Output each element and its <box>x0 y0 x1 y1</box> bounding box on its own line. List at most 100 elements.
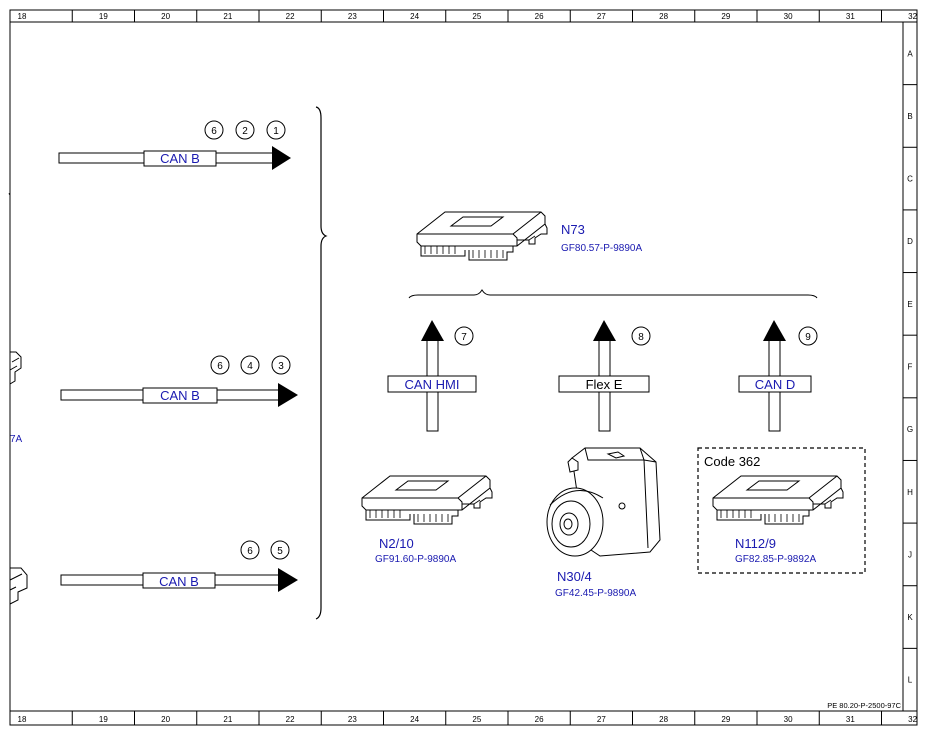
sheet-frame <box>9 9 918 726</box>
column-number: 30 <box>784 715 793 724</box>
row-letter: C <box>907 175 913 184</box>
column-number: 20 <box>161 715 170 724</box>
arrow-head <box>763 320 786 341</box>
n30-4-camera-module <box>546 447 661 557</box>
can-b-arrow-1: CAN B 6 2 1 <box>58 120 291 170</box>
optional-code-box <box>697 447 866 574</box>
column-number: 29 <box>721 12 730 21</box>
column-number: 24 <box>410 715 419 724</box>
column-number: 32 <box>908 715 917 724</box>
can-b-label-box <box>143 150 217 167</box>
column-number: 23 <box>348 12 357 21</box>
column-ruler: 1818191920202121222223232424252526262727… <box>9 10 918 725</box>
arrow-head <box>272 146 291 170</box>
ref-circle <box>210 355 230 375</box>
code-box-label: Code 362 <box>704 454 760 469</box>
column-number: 24 <box>410 12 419 21</box>
ref-circle <box>240 540 260 560</box>
partial-code-label: 7A <box>10 434 23 445</box>
ref-circle <box>798 326 818 346</box>
column-number: 23 <box>348 715 357 724</box>
bus-label: Flex E <box>586 377 623 392</box>
row-letter: L <box>908 676 913 685</box>
column-number: 30 <box>784 12 793 21</box>
column-number: 26 <box>535 12 544 21</box>
ref-circle <box>454 326 474 346</box>
ref-number: 6 <box>217 361 223 372</box>
column-number: 26 <box>535 715 544 724</box>
row-letter: H <box>907 488 913 497</box>
ref-number: 7 <box>461 332 467 343</box>
column-number: 32 <box>908 12 917 21</box>
ref-number: 4 <box>247 361 253 372</box>
bus-label-box <box>738 375 812 393</box>
ref-number: 9 <box>805 332 811 343</box>
column-number: 27 <box>597 12 606 21</box>
bus-label: CAN HMI <box>405 377 460 392</box>
bus-label: CAN B <box>159 574 199 589</box>
column-number: 19 <box>99 12 108 21</box>
ref-circle <box>235 120 255 140</box>
partial-mark: , <box>8 187 10 196</box>
component-code: GF80.57-P-9890A <box>561 243 642 254</box>
n2-10-control-unit <box>361 475 493 525</box>
arrow-head <box>278 568 298 592</box>
component-code: GF82.85-P-9892A <box>735 554 816 565</box>
column-number: 22 <box>286 12 295 21</box>
column-number: 18 <box>18 12 27 21</box>
bus-label-box <box>387 375 477 393</box>
ref-number: 1 <box>273 126 279 137</box>
can-d-arrow: CAN D 9 <box>738 320 818 432</box>
n112-9-control-unit <box>712 475 844 525</box>
component-name: N2/10 <box>379 536 414 551</box>
column-number: 25 <box>472 12 481 21</box>
ref-circle <box>266 120 286 140</box>
ref-circle <box>270 540 290 560</box>
bus-label: CAN B <box>160 151 200 166</box>
component-code: GF42.45-P-9890A <box>555 588 636 599</box>
bus-label: CAN B <box>160 388 200 403</box>
can-b-label-box <box>142 572 216 589</box>
column-number: 22 <box>286 715 295 724</box>
document-reference: PE 80.20-P-2500-97C <box>827 701 901 710</box>
column-number: 27 <box>597 715 606 724</box>
group-brace <box>315 106 328 620</box>
partial-component-left-2 <box>9 567 28 605</box>
flex-e-arrow: Flex E 8 <box>558 320 651 432</box>
column-number: 18 <box>18 715 27 724</box>
ref-circle <box>271 355 291 375</box>
bus-label-box <box>558 375 650 393</box>
column-number: 28 <box>659 12 668 21</box>
arrow-head <box>593 320 616 341</box>
ref-circle <box>631 326 651 346</box>
n73-control-unit <box>416 211 548 261</box>
column-number: 31 <box>846 12 855 21</box>
column-number: 29 <box>721 715 730 724</box>
row-letter: E <box>907 300 912 309</box>
partial-component-left-1 <box>9 351 22 385</box>
can-b-arrow-2: CAN B 6 4 3 <box>60 355 298 407</box>
ref-number: 6 <box>211 126 217 137</box>
component-name: N30/4 <box>557 569 592 584</box>
column-number: 20 <box>161 12 170 21</box>
column-number: 31 <box>846 715 855 724</box>
can-b-arrow-3: CAN B 6 5 <box>60 540 298 592</box>
row-letter: A <box>907 49 913 58</box>
row-letter: K <box>907 613 913 622</box>
component-name: N112/9 <box>735 536 776 551</box>
column-number: 28 <box>659 715 668 724</box>
arrow-head <box>421 320 444 341</box>
row-letter: J <box>908 550 912 559</box>
bus-label: CAN D <box>755 377 795 392</box>
component-code: GF91.60-P-9890A <box>375 554 456 565</box>
row-letter: B <box>907 112 912 121</box>
component-name: N73 <box>561 222 585 237</box>
column-number: 21 <box>223 715 232 724</box>
row-letter: D <box>907 237 913 246</box>
ref-number: 3 <box>278 361 284 372</box>
arrow-head <box>278 383 298 407</box>
group-bracket <box>408 289 818 299</box>
ref-number: 8 <box>638 332 644 343</box>
column-number: 19 <box>99 715 108 724</box>
